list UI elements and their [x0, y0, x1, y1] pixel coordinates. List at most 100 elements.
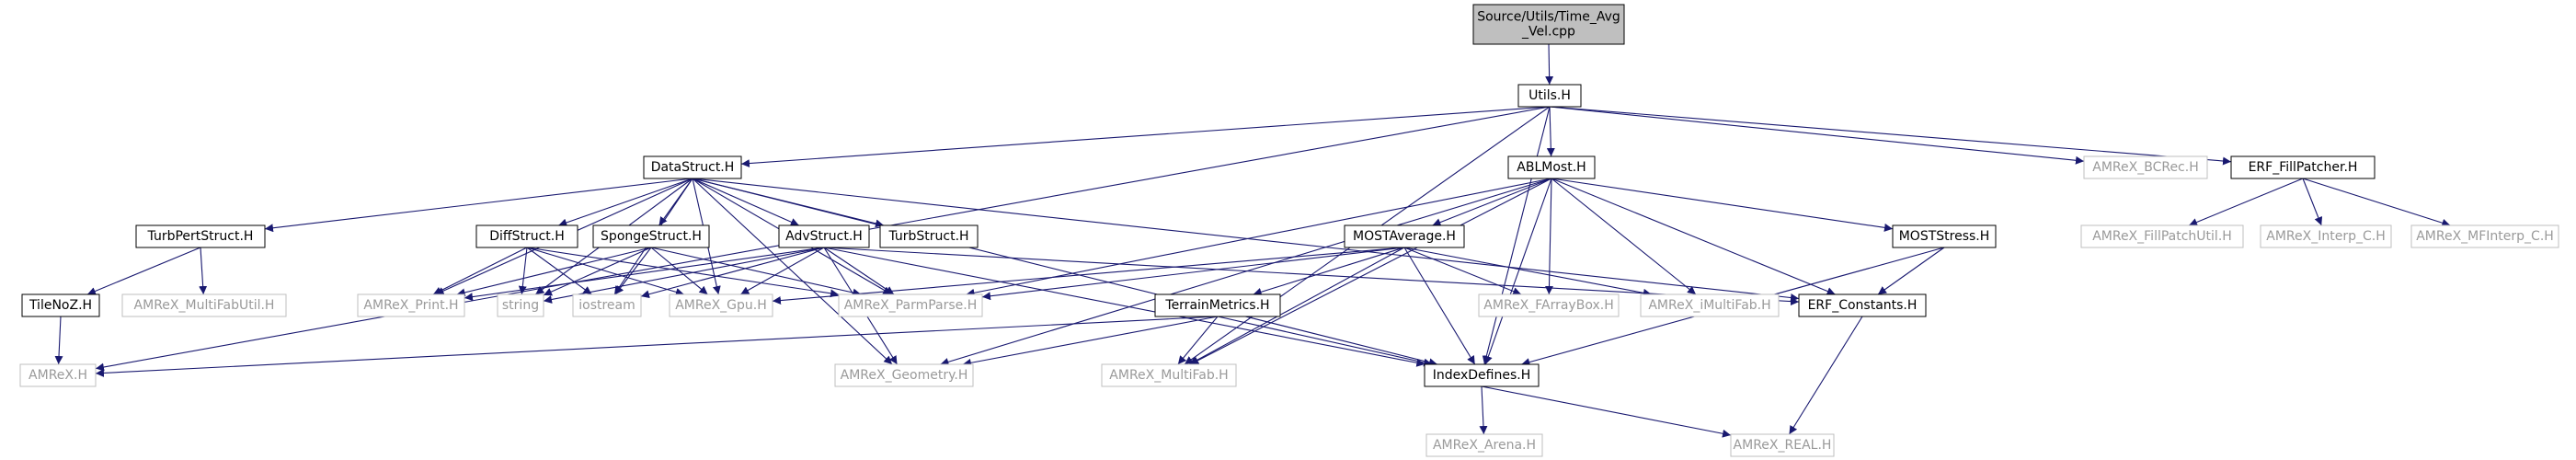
node-ablmost[interactable]: ABLMost.H [1507, 155, 1596, 179]
node-label: AMReX_Interp_C.H [2266, 229, 2385, 244]
edge-utils-to-erffill [1549, 106, 2232, 166]
edge-diffstruct-to-gpu [526, 247, 684, 296]
edge-utils-to-bcrec [1549, 106, 2085, 165]
node-box [21, 293, 100, 317]
edge-ablmost-to-farraybox [1544, 178, 1553, 295]
node-label: DiffStruct.H [489, 229, 564, 244]
edge-diffstruct-to-string [518, 247, 528, 295]
node-label: AMReX_BCRec.H [2092, 160, 2198, 175]
node-box [19, 363, 97, 387]
edge-turbpert-to-multifabutil [199, 247, 208, 295]
node-turbstruct[interactable]: TurbStruct.H [879, 224, 979, 248]
edge-datastruct-to-turbpert [264, 178, 693, 233]
node-multifabutil: AMReX_MultiFabUtil.H [121, 293, 287, 317]
node-label: AMReX_Print.H [363, 298, 458, 313]
node-terrain[interactable]: TerrainMetrics.H [1154, 293, 1281, 317]
node-label: TurbStruct.H [887, 229, 968, 244]
node-box [475, 224, 578, 248]
edge-advstruct-to-erfconst [823, 247, 1800, 306]
node-box [1640, 293, 1780, 317]
node-label: string [502, 298, 539, 313]
node-box [1424, 363, 1540, 387]
node-advstruct[interactable]: AdvStruct.H [778, 224, 870, 248]
node-fillpatchutil: AMReX_FillPatchUtil.H [2080, 224, 2244, 248]
edge-advstruct-to-string [543, 247, 825, 304]
node-farraybox: AMReX_FArrayBox.H [1478, 293, 1620, 317]
node-label: AMReX_Geometry.H [841, 368, 968, 383]
node-real: AMReX_REAL.H [1730, 433, 1835, 457]
node-box [2080, 224, 2244, 248]
edge-erffill-to-fillpatchutil [2188, 178, 2304, 226]
node-box [497, 293, 544, 317]
edge-mostavg-to-parmparse [981, 247, 1405, 301]
edge-turbpert-to-tilenoz [86, 247, 201, 295]
node-label: AMReX_Arena.H [1433, 438, 1536, 453]
node-box [838, 293, 983, 317]
node-box [1507, 155, 1596, 179]
node-box [778, 224, 870, 248]
edge-spongestruct-to-gpu [650, 247, 708, 295]
node-tilenoz[interactable]: TileNoZ.H [21, 293, 100, 317]
node-iostream: iostream [572, 293, 642, 317]
node-diffstruct[interactable]: DiffStruct.H [475, 224, 578, 248]
node-label: AdvStruct.H [785, 229, 863, 244]
node-box [2410, 224, 2559, 248]
node-box [1730, 433, 1835, 457]
node-mostavg[interactable]: MOSTAverage.H [1344, 224, 1465, 248]
edge-ablmost-to-imultifab [1551, 178, 1697, 295]
node-label: _Vel.cpp [1521, 25, 1575, 40]
node-imultifab: AMReX_iMultiFab.H [1640, 293, 1780, 317]
edge-utils-to-ablmost [1546, 106, 1555, 157]
node-label: ERF_Constants.H [1808, 298, 1918, 313]
node-label: AMReX_Gpu.H [675, 298, 767, 313]
node-erffill[interactable]: ERF_FillPatcher.H [2230, 155, 2376, 179]
node-label: TerrainMetrics.H [1164, 298, 1269, 313]
node-erfconst[interactable]: ERF_Constants.H [1798, 293, 1927, 317]
node-utils[interactable]: Utils.H [1517, 84, 1582, 108]
node-multifab: AMReX_MultiFab.H [1101, 363, 1237, 387]
edge-root-to-utils [1545, 43, 1554, 86]
edge-datastruct-to-advstruct [692, 178, 800, 226]
node-box [2230, 155, 2376, 179]
edge-diffstruct-to-iostream [526, 247, 592, 295]
edge-tilenoz-to-amrex [54, 316, 63, 365]
edge-moststress-to-erfconst [1877, 247, 1945, 295]
node-box [121, 293, 287, 317]
edge-erfconst-to-real [1789, 316, 1863, 435]
node-box [834, 363, 974, 387]
edge-terrain-to-indexdefines [1217, 316, 1433, 367]
edge-datastruct-to-diffstruct [558, 178, 693, 227]
edge-diffstruct-to-print [432, 247, 528, 295]
node-spongestruct[interactable]: SpongeStruct.H [592, 224, 710, 248]
node-label: AMReX_iMultiFab.H [1648, 298, 1770, 313]
edge-ablmost-to-parmparse [966, 178, 1552, 297]
edge-mostavg-to-imultifab [1403, 247, 1652, 297]
node-box [879, 224, 979, 248]
node-label: AMReX_FillPatchUtil.H [2092, 229, 2232, 244]
node-turbpert[interactable]: TurbPertStruct.H [135, 224, 266, 248]
node-indexdefines[interactable]: IndexDefines.H [1424, 363, 1540, 387]
node-box [643, 155, 742, 179]
edge-terrain-to-geometry [962, 316, 1219, 367]
edge-mostavg-to-indexdefines [1403, 247, 1476, 365]
edge-ablmost-to-erfconst [1551, 178, 1836, 295]
node-label: AMReX_FArrayBox.H [1483, 298, 1613, 313]
edge-datastruct-to-indexdefines [692, 178, 1438, 367]
edge-diffstruct-to-parmparse [526, 247, 840, 298]
edge-datastruct-to-erfconst [692, 178, 1800, 303]
edge-terrain-to-multifab [1177, 316, 1219, 365]
edge-advstruct-to-indexdefines [823, 247, 1425, 367]
node-root[interactable]: Source/Utils/Time_Avg_Vel.cpp [1472, 4, 1625, 45]
node-box [1798, 293, 1927, 317]
edge-spongestruct-to-print [456, 247, 652, 297]
edge-spongestruct-to-parmparse [650, 247, 862, 297]
edge-mostavg-to-terrain [1253, 247, 1405, 296]
node-mfinterpc: AMReX_MFInterp_C.H [2410, 224, 2559, 248]
node-datastruct[interactable]: DataStruct.H [643, 155, 742, 179]
node-moststress[interactable]: MOSTStress.H [1892, 224, 1997, 248]
node-box [1478, 293, 1620, 317]
node-bcrec: AMReX_BCRec.H [2083, 155, 2208, 179]
edge-mostavg-to-farraybox [1403, 247, 1522, 295]
node-label: AMReX.H [29, 368, 87, 383]
